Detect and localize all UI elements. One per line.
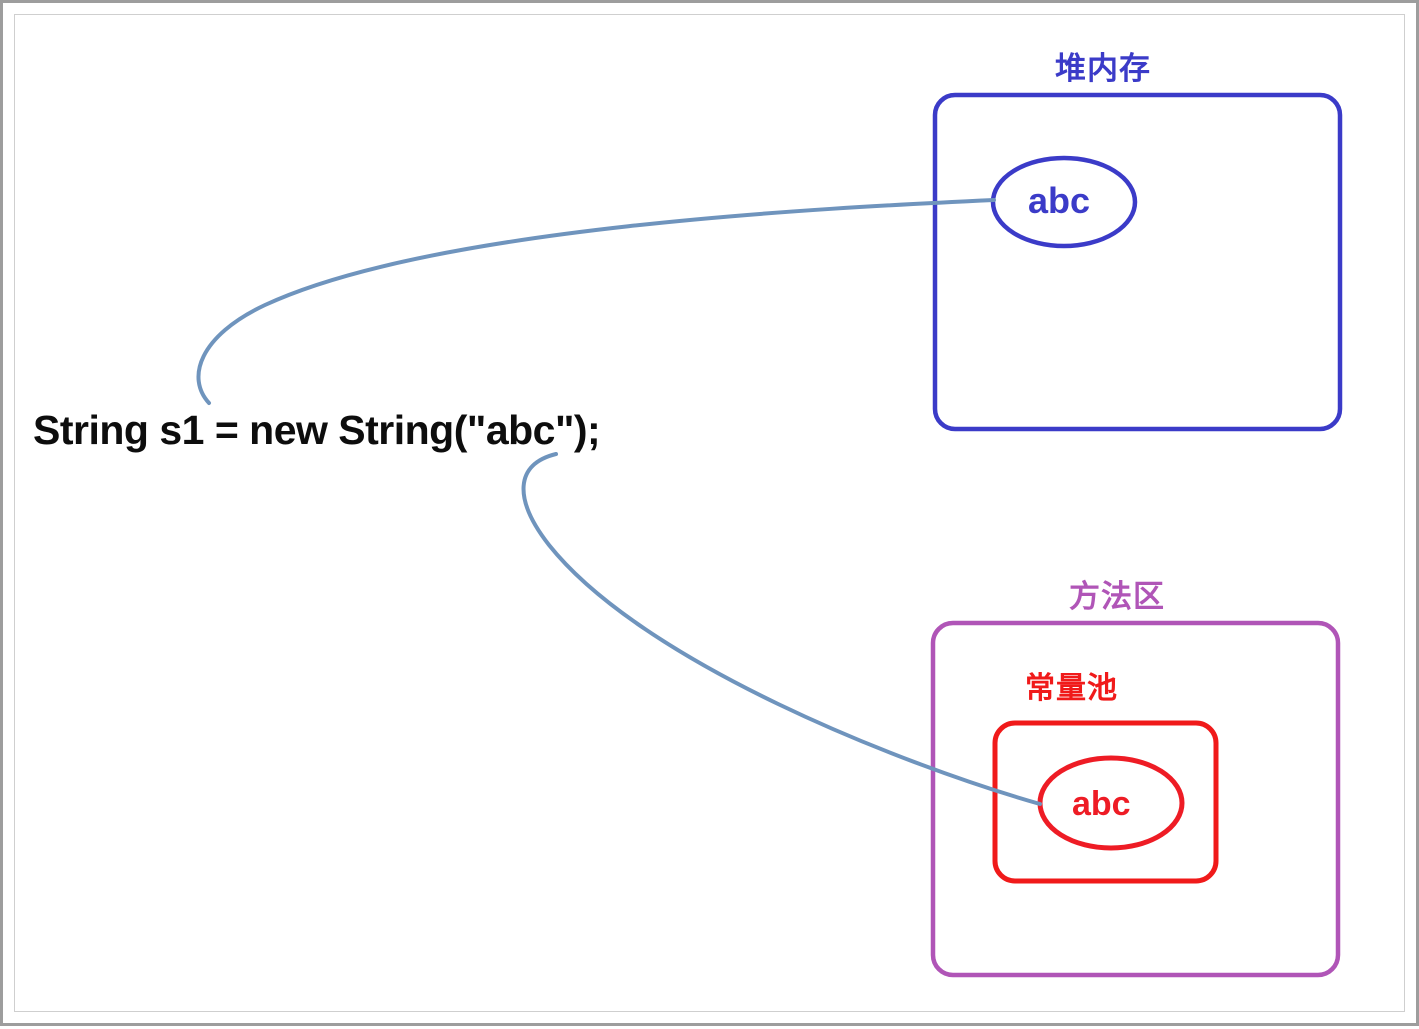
diagram-canvas: 堆内存 abc 方法区 常量池 abc String s1 = new Stri… [3,3,1419,1029]
diagram-shapes-layer [196,92,1343,978]
connector-to-heap-object [196,198,996,405]
method-area-box [930,620,1341,978]
code-statement-text: String s1 = new String("abc"); [33,407,601,453]
connector-to-pool-object [521,452,1042,806]
method-area-title: 方法区 [1069,579,1165,614]
heap-memory-title: 堆内存 [1055,51,1151,86]
constant-pool-title: 常量池 [1025,672,1118,705]
pool-object-label: abc [1072,785,1131,823]
constant-pool-box [992,720,1219,884]
heap-object-label: abc [1028,180,1091,221]
heap-memory-box [932,92,1343,432]
